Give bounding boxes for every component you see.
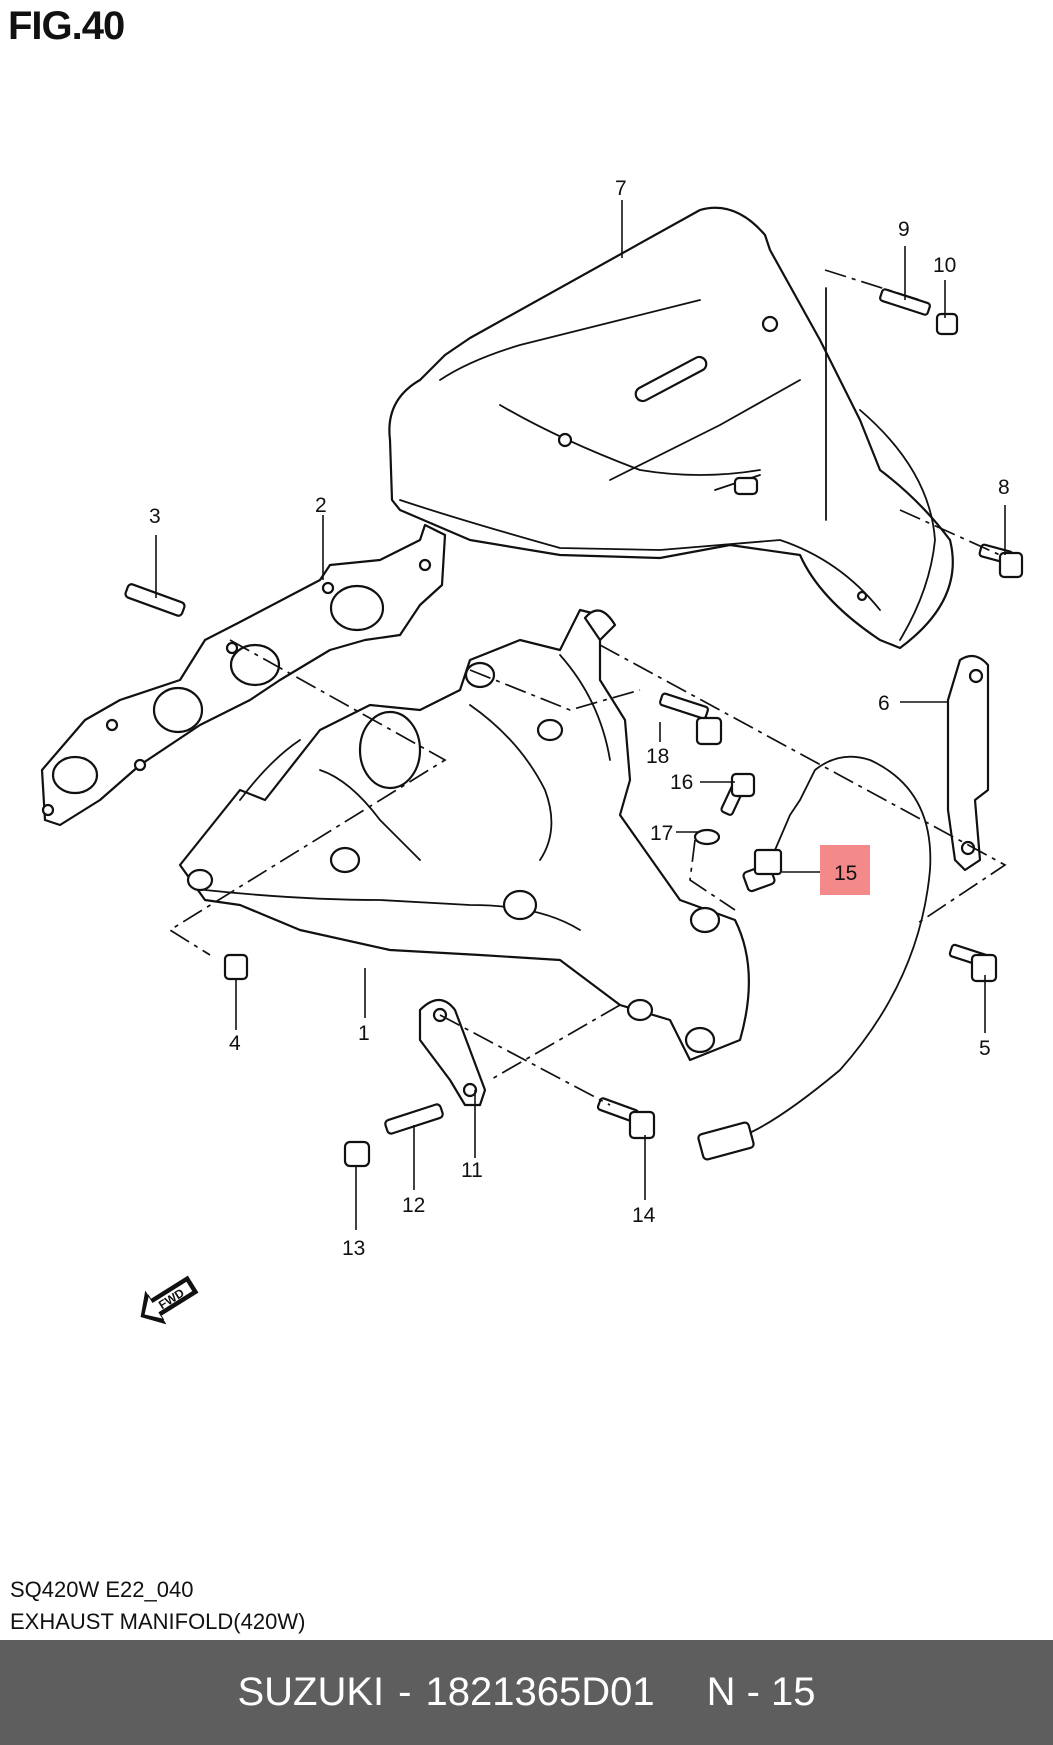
stud-part-12 (384, 1103, 444, 1135)
bracket-part (946, 654, 990, 872)
callout-6: 6 (878, 692, 890, 715)
oxygen-sensor-part (697, 755, 932, 1161)
callout-4: 4 (229, 1032, 241, 1055)
callout-8: 8 (998, 476, 1010, 499)
callout-2: 2 (315, 494, 327, 517)
diagram-name: EXHAUST MANIFOLD(420W) (10, 1609, 306, 1634)
callout-15: 15 (834, 862, 857, 885)
callout-15-highlight (820, 845, 870, 895)
callout-18: 18 (646, 745, 669, 768)
callout-11: 11 (461, 1159, 483, 1182)
bolt-part-14 (596, 1097, 656, 1140)
callout-3: 3 (149, 505, 161, 528)
footer-position-label: N - 15 (706, 1670, 816, 1714)
callout-5: 5 (979, 1037, 991, 1060)
footer-part-number: 1821365D01 (425, 1670, 655, 1714)
gasket-part (40, 523, 447, 827)
callout-16: 16 (670, 771, 693, 794)
nut-part (223, 953, 249, 981)
bolt-part-18 (659, 692, 723, 746)
callout-10: 10 (933, 254, 956, 277)
footer-bar: SUZUKI - 1821365D01 N - 15 (0, 1640, 1053, 1745)
callout-9: 9 (898, 218, 910, 241)
exhaust-manifold-diagram: 1 2 3 4 5 6 7 8 9 10 11 12 13 14 15 16 1… (40, 177, 1024, 1325)
footer-separator: - (398, 1670, 412, 1714)
bolt-part-16 (720, 772, 756, 816)
leader-lines (155, 200, 1006, 1230)
nut-part-10 (935, 312, 959, 336)
callout-14: 14 (632, 1204, 656, 1227)
stud-part (124, 583, 186, 617)
figure-title: FIG.40 (8, 4, 125, 48)
model-code: SQ420W E22_040 (10, 1577, 194, 1602)
stay-part (418, 998, 487, 1107)
exhaust-manifold-part (178, 608, 750, 1062)
callout-13: 13 (342, 1237, 365, 1260)
callout-17: 17 (650, 822, 673, 845)
assembly-lines (168, 269, 1007, 1106)
footer-brand: SUZUKI (237, 1670, 385, 1714)
callout-1: 1 (358, 1022, 370, 1045)
callout-12: 12 (402, 1194, 425, 1217)
nut-part-13 (343, 1140, 371, 1168)
washer-part-17 (693, 828, 721, 846)
bolt-part-5 (948, 943, 998, 983)
callout-7: 7 (615, 177, 627, 200)
heat-shield-part (388, 206, 954, 650)
fwd-arrow-icon: FWD (140, 1275, 199, 1325)
